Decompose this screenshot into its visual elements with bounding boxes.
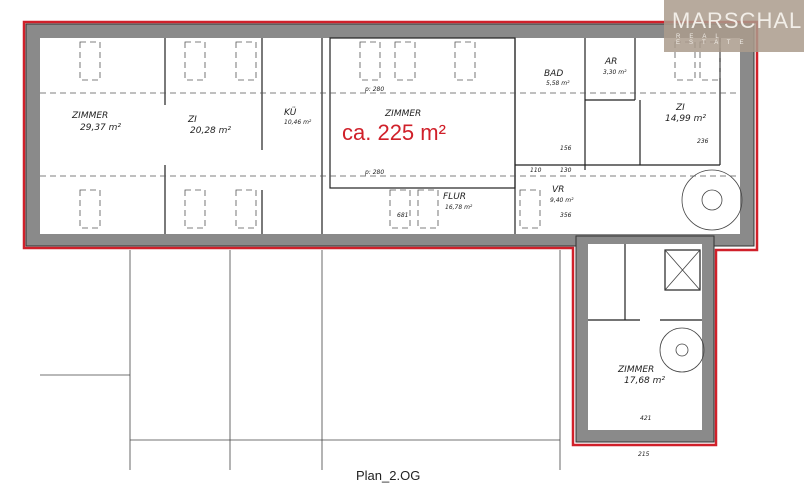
room-name: KÜ — [284, 107, 297, 118]
dimension: 356 — [560, 212, 572, 219]
room-area: 9,40 m² — [550, 197, 574, 204]
total-area-label: ca. 225 m² — [342, 120, 446, 145]
room-area: 14,99 m² — [665, 114, 706, 124]
plan-caption: Plan_2.OG — [356, 468, 421, 483]
interior-walls — [164, 37, 743, 373]
area-outline — [22, 20, 759, 447]
interior-annex — [588, 244, 702, 430]
dimension-labels: p: 280 p: 280 681 156 110 130 356 236 42… — [364, 86, 709, 458]
room-name: BAD — [544, 69, 563, 79]
room-area: 3,30 m² — [603, 69, 627, 76]
room-name: ZIMMER — [71, 111, 108, 121]
room-area: 17,68 m² — [624, 376, 665, 386]
dimension: 130 — [560, 167, 572, 174]
room-area: 20,28 m² — [190, 126, 231, 136]
logo-name: MARSCHALL — [672, 8, 804, 33]
lower-floor-lines — [40, 250, 561, 470]
room-name: ZIMMER — [617, 365, 654, 375]
room-area: 10,46 m² — [284, 119, 312, 126]
dimension: 681 — [397, 212, 408, 219]
dimension: 236 — [697, 138, 709, 145]
dimension: p: 280 — [364, 86, 384, 93]
dimension: p: 280 — [364, 169, 384, 176]
room-area: 16,78 m² — [445, 204, 473, 211]
dimension: 215 — [638, 451, 650, 458]
room-labels: ZIMMER 29,37 m² ZI 20,28 m² KÜ 10,46 m² … — [71, 57, 706, 386]
logo-subtitle: REAL ESTATE — [676, 34, 753, 46]
beam-lines — [40, 92, 740, 177]
room-name: ZIMMER — [384, 109, 421, 119]
room-name: ZI — [187, 115, 197, 125]
dimension: 421 — [640, 415, 651, 422]
dimension: 110 — [530, 167, 542, 174]
room-area: 5,58 m² — [546, 80, 570, 87]
room-name: FLUR — [443, 192, 466, 202]
room-area: 29,37 m² — [80, 123, 121, 133]
brand-logo: MARSCHALL REAL ESTATE — [664, 0, 804, 52]
room-name: ZI — [675, 103, 685, 113]
room-name: VR — [552, 185, 564, 195]
room-name: AR — [604, 57, 617, 67]
dimension: 156 — [560, 145, 572, 152]
